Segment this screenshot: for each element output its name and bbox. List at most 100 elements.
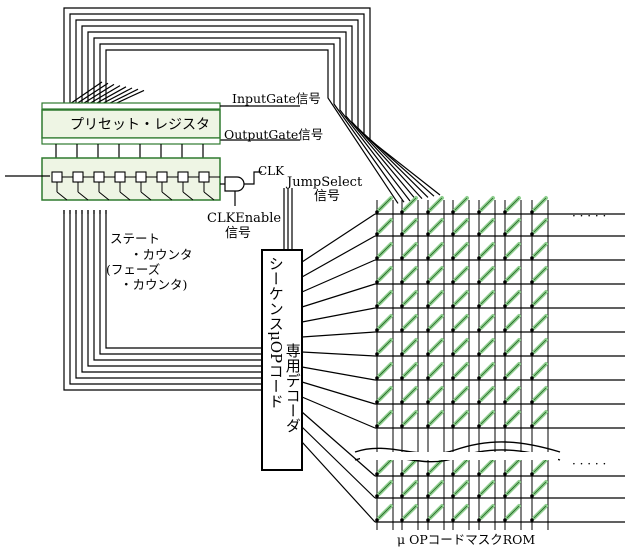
rom-cell-node [426,232,430,236]
rom-cell-node [530,424,534,428]
rom-cell-edge [403,267,417,281]
rom-cell-edge [506,243,520,257]
rom-cell-edge [378,363,392,377]
rom-cell-node [375,424,379,428]
decoder-fanout [301,411,376,477]
bus-loop-top [69,13,435,197]
bus-loop-top [87,31,417,201]
bus-loop-bottom [105,210,262,349]
rom-cell-edge [378,219,392,233]
rom-cell-node [451,304,455,308]
rom-cell-edge [480,387,494,401]
rom-cell-node [503,328,507,332]
rom-cell-edge [429,219,443,233]
rom-cell-edge [403,505,417,519]
rom-cell-edge [454,481,468,495]
bus-loop-top [81,25,423,200]
dots-top: · · · · · [572,209,607,223]
clk-wire [244,171,262,185]
state-counter-box [41,157,221,201]
flipflop-cell [198,171,210,183]
rom-cell-edge [533,267,547,281]
flipflop-cell [93,171,105,183]
bus-loop-top [63,7,441,196]
rom-cell-edge [403,315,417,329]
clk-enable-label: CLKEnable [207,211,282,226]
preset-register-label: プリセット・レジスタ [70,117,210,133]
decoder-box [261,249,303,471]
rom-cell-edge [429,459,443,473]
rom-cell-edge [403,387,417,401]
rom-cell-node [375,256,379,260]
phase-counter-label: (フェーズ [106,262,161,277]
rom-cell-edge [506,363,520,377]
rom-cell-edge [454,459,468,473]
bus-loop-bottom [75,210,262,379]
rom-cell-node [426,400,430,404]
rom-cell-edge [533,459,547,473]
rom-cell-node [503,494,507,498]
rom-cell-edge [506,459,520,473]
rom-cell-node [400,494,404,498]
rom-cell-edge [429,481,443,495]
flipflop-diag [182,191,194,201]
rom-cell-node [451,352,455,356]
decoder-fanout [301,396,376,429]
rom-cell-node [503,304,507,308]
rom-cell-node [400,280,404,284]
rom-cell-edge [454,197,468,211]
decoder-fanout [301,441,376,523]
flipflop-diag [161,191,173,201]
rom-cell-edge [378,197,392,211]
rom-cell-node [503,352,507,356]
rom-cell-edge [533,339,547,353]
bus-loop-bottom [93,210,262,361]
rom-cell-node [530,376,534,380]
rom-cell-edge [506,481,520,495]
rom-cell-node [477,424,481,428]
rom-cell-edge [480,505,494,519]
rom-cell-edge [506,267,520,281]
rom-cell-node [503,232,507,236]
bus-loop-bottom [69,210,262,385]
rom-cell-node [451,328,455,332]
rom-cell-node [503,424,507,428]
rom-cell-edge [378,459,392,473]
rom-cell-node [426,210,430,214]
rom-cell-edge [480,411,494,425]
rom-cell-node [477,232,481,236]
rom-cell-edge [403,243,417,257]
rom-cell-edge [403,363,417,377]
rom-cell-node [503,210,507,214]
bus-loop-bottom [63,210,262,391]
flipflop-cell [135,171,147,183]
rom-cell-edge [506,197,520,211]
rom-cell-edge [429,291,443,305]
rom-cell-node [503,472,507,476]
rom-cell-edge [429,363,443,377]
rom-cell-node [530,280,534,284]
rom-cell-node [375,376,379,380]
rom-cell-node [451,210,455,214]
and-gate [224,176,245,192]
rom-cell-node [451,424,455,428]
rom-cell-node [503,256,507,260]
rom-cell-edge [378,243,392,257]
rom-cell-node [375,304,379,308]
rom-cell-node [477,280,481,284]
decoder-fanout [301,307,376,323]
rom-cell-edge [480,267,494,281]
bus-loop-bottom [81,210,262,373]
rom-cell-node [426,376,430,380]
rom-cell-edge [403,197,417,211]
preset-register-box [41,109,221,139]
dedicated-decoder-label: 専用デコーダ [283,343,302,433]
rom-cell-node [400,518,404,522]
rom-cell-node [426,256,430,260]
flipflop-diag [119,191,131,201]
rom-cell-node [451,232,455,236]
rom-cell-node [426,424,430,428]
rom-cell-edge [454,387,468,401]
rom-cell-edge [403,291,417,305]
rom-cell-node [530,518,534,522]
